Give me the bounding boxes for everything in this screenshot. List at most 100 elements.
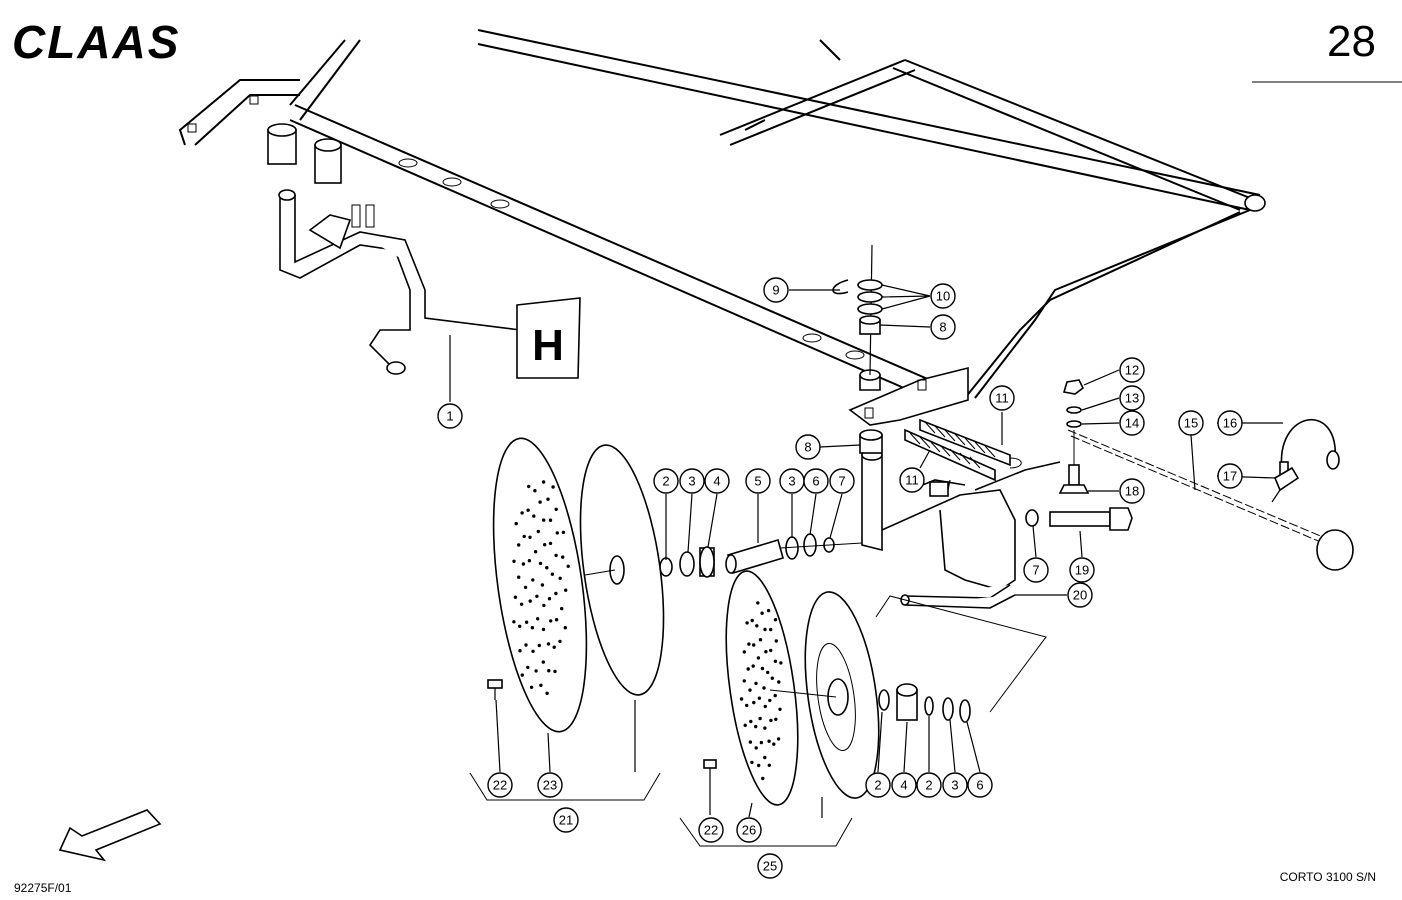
main-frame xyxy=(178,29,1266,399)
perforation-hole xyxy=(743,723,747,727)
perforation-hole xyxy=(547,597,552,601)
perforation-hole xyxy=(748,740,753,744)
perforation-hole xyxy=(770,676,774,680)
lower-hub-stack xyxy=(878,683,971,723)
perforation-hole xyxy=(767,763,771,767)
svg-text:12: 12 xyxy=(1125,363,1139,378)
perforation-hole xyxy=(773,659,778,663)
perforation-hole xyxy=(553,669,557,674)
callout-13: 13 xyxy=(1119,385,1145,411)
perforation-hole xyxy=(754,681,758,686)
svg-text:2: 2 xyxy=(874,778,881,793)
perforation-hole xyxy=(755,624,759,628)
callout-9: 9 xyxy=(763,277,789,303)
perforation-hole xyxy=(762,686,766,690)
perforation-hole xyxy=(763,704,767,709)
perforation-hole xyxy=(769,718,773,723)
perforation-hole xyxy=(546,497,550,501)
svg-text:7: 7 xyxy=(838,474,845,489)
perforation-hole xyxy=(536,617,540,621)
perforation-hole xyxy=(756,656,761,660)
svg-text:3: 3 xyxy=(951,778,958,793)
callout-21: 21 xyxy=(553,807,579,833)
svg-text:8: 8 xyxy=(804,440,811,455)
perforation-hole xyxy=(528,535,532,539)
arm-assembly-left: H xyxy=(278,189,581,379)
group-bracket-21 xyxy=(469,772,661,801)
perforation-hole xyxy=(526,665,530,670)
perforation-hole xyxy=(533,489,537,493)
perforation-hole xyxy=(542,518,546,522)
perforation-hole xyxy=(518,624,522,628)
perforation-hole xyxy=(538,500,542,504)
perforation-hole xyxy=(527,559,532,563)
perforation-hole xyxy=(754,746,758,750)
svg-text:13: 13 xyxy=(1125,391,1139,406)
perforation-hole xyxy=(537,643,541,648)
perforation-hole xyxy=(550,572,555,576)
perforation-hole xyxy=(560,606,564,611)
perforation-hole xyxy=(531,578,535,582)
perforation-hole xyxy=(558,576,562,580)
perforation-hole xyxy=(777,680,781,684)
hub-stack xyxy=(659,533,863,578)
callout-1: 1 xyxy=(437,403,463,429)
callout-14: 14 xyxy=(1119,410,1145,436)
callout-8-upper: 8 xyxy=(930,314,956,340)
perforation-hole xyxy=(760,611,764,615)
bolt-stack-right xyxy=(1058,379,1090,494)
callout-10: 10 xyxy=(930,283,956,309)
perforation-hole xyxy=(747,642,751,646)
perforation-hole xyxy=(548,541,553,546)
callout-11-lower: 11 xyxy=(899,467,925,493)
perforation-hole xyxy=(745,703,749,708)
perforation-hole xyxy=(750,760,754,765)
perforation-hole xyxy=(528,599,532,603)
perforation-hole xyxy=(773,693,777,698)
perforation-hole xyxy=(543,543,547,547)
callout-18: 18 xyxy=(1119,478,1145,504)
perforation-hole xyxy=(549,619,553,623)
perforation-hole xyxy=(532,514,536,518)
callout-22-right: 22 xyxy=(698,817,724,843)
perforation-hole xyxy=(749,719,753,724)
callout-4-lower: 4 xyxy=(891,772,917,798)
perforation-hole xyxy=(522,534,526,539)
spring-pair xyxy=(904,418,1022,482)
perforation-hole xyxy=(531,649,535,653)
perforation-hole xyxy=(739,697,744,701)
perforation-hole xyxy=(561,530,566,535)
perforation-hole xyxy=(523,585,528,590)
callout-2-upper: 2 xyxy=(653,468,679,494)
perforation-hole xyxy=(533,550,538,554)
model-label: CORTO 3100 S/N xyxy=(1280,870,1376,884)
perforation-hole xyxy=(760,666,765,671)
svg-text:16: 16 xyxy=(1223,416,1237,431)
perforation-hole xyxy=(554,553,558,558)
perforation-hole xyxy=(554,618,559,622)
callout-4-upper: 4 xyxy=(704,468,730,494)
perforation-hole xyxy=(758,638,763,642)
perforation-hole xyxy=(541,480,546,484)
svg-text:22: 22 xyxy=(493,778,507,793)
svg-text:15: 15 xyxy=(1184,416,1198,431)
perforation-hole xyxy=(763,627,767,632)
perforation-hole xyxy=(754,724,758,729)
perforation-hole xyxy=(546,642,551,646)
callout-26: 26 xyxy=(736,817,762,843)
brand-logo: CLAAS xyxy=(12,16,178,68)
svg-text:26: 26 xyxy=(742,823,756,838)
perforation-hole xyxy=(534,669,538,673)
perforation-hole xyxy=(535,594,539,598)
svg-text:9: 9 xyxy=(772,283,779,298)
svg-text:19: 19 xyxy=(1075,563,1089,578)
perforation-hole xyxy=(768,698,772,703)
perforation-hole xyxy=(751,664,755,668)
perforation-hole xyxy=(519,602,524,606)
callout-25: 25 xyxy=(757,853,783,879)
disc-26 xyxy=(725,570,799,806)
screw-22-right xyxy=(703,759,717,815)
perforation-hole xyxy=(769,648,773,653)
perforation-hole xyxy=(520,673,524,677)
